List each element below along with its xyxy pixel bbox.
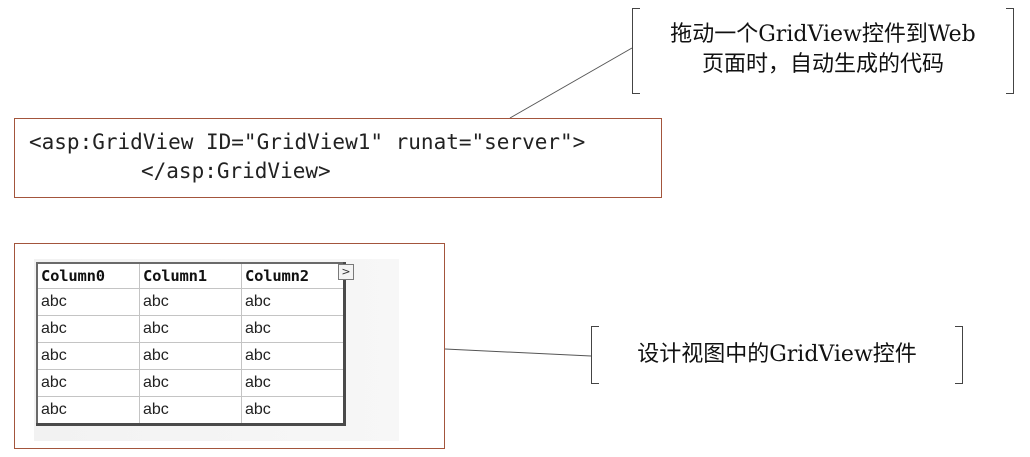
table-cell: abc — [241, 288, 345, 316]
table-cell: abc — [139, 342, 242, 370]
code-note-line2: 页面时，自动生成的代码 — [701, 52, 944, 77]
code-note-line1: 拖动一个GridView控件到Web — [670, 22, 976, 47]
header-column0: Column0 — [36, 262, 140, 289]
right-bracket — [1006, 8, 1014, 94]
header-row: Column0 Column1 Column2 — [36, 262, 345, 289]
table-cell: abc — [36, 369, 140, 397]
table-row: abc abc abc — [36, 369, 345, 397]
left-bracket — [591, 326, 599, 384]
table-row: abc abc abc — [36, 288, 345, 316]
generated-code-box: <asp:GridView ID="GridView1" runat="serv… — [14, 118, 662, 198]
table-cell: abc — [241, 315, 345, 343]
right-bracket — [955, 326, 963, 384]
table-cell: abc — [241, 396, 345, 425]
design-note-text: 设计视图中的GridView控件 — [637, 342, 917, 367]
table-cell: abc — [139, 315, 242, 343]
header-column1: Column1 — [139, 262, 242, 289]
design-surface: Column0 Column1 Column2 abc abc abc abc … — [34, 259, 399, 441]
table-cell: abc — [36, 288, 140, 316]
chevron-right-icon: > — [341, 265, 351, 278]
code-line-close-tag: </asp:GridView> — [141, 159, 331, 183]
left-bracket — [632, 8, 640, 94]
header-column2: Column2 — [241, 262, 345, 289]
table-cell: abc — [36, 342, 140, 370]
table-cell: abc — [139, 369, 242, 397]
connector-code-note — [509, 47, 633, 119]
table-cell: abc — [36, 396, 140, 425]
table-cell: abc — [139, 396, 242, 425]
code-note-text: 拖动一个GridView控件到Web 页面时，自动生成的代码 — [632, 20, 1014, 80]
smart-tag-expand-button[interactable]: > — [338, 264, 354, 280]
code-line-open-tag: <asp:GridView ID="GridView1" runat="serv… — [29, 130, 586, 154]
design-note-callout: 设计视图中的GridView控件 — [591, 326, 963, 384]
table-cell: abc — [241, 342, 345, 370]
code-note-callout: 拖动一个GridView控件到Web 页面时，自动生成的代码 — [632, 8, 1014, 94]
connector-design-note — [444, 348, 592, 357]
gridview-control[interactable]: Column0 Column1 Column2 abc abc abc abc … — [36, 262, 346, 426]
table-row: abc abc abc — [36, 396, 345, 425]
table-row: abc abc abc — [36, 342, 345, 370]
table-cell: abc — [36, 315, 140, 343]
design-view-box: Column0 Column1 Column2 abc abc abc abc … — [14, 243, 445, 449]
table-row: abc abc abc — [36, 315, 345, 343]
table-cell: abc — [139, 288, 242, 316]
table-cell: abc — [241, 369, 345, 397]
